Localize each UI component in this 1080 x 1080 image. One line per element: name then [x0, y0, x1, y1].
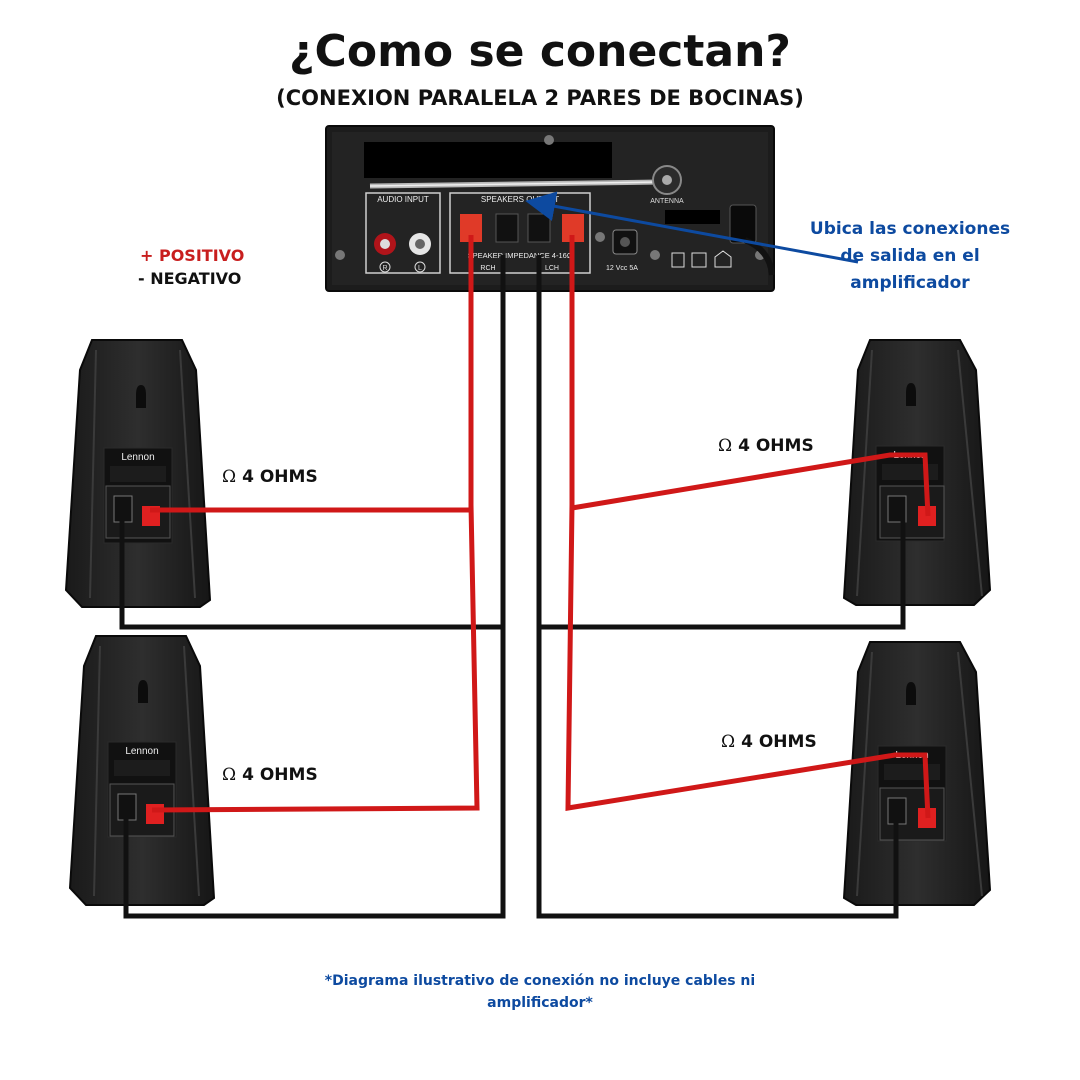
negative-wire-right-branch [539, 512, 906, 630]
ohms-value: 4 OHMS [738, 436, 814, 456]
ohm-icon: Ω [721, 732, 736, 752]
footnote-line-1: *Diagrama ilustrativo de conexión no inc… [324, 973, 756, 989]
legend-negative: - NEGATIVO [138, 269, 242, 288]
lch-label: LCH [545, 265, 559, 272]
ohm-icon: Ω [718, 436, 733, 456]
impedance-label: SPEAKER IMPEDANCE 4-16Ω [468, 251, 573, 260]
speaker-top-left: Lennon [64, 339, 212, 608]
negative-wire-left [123, 255, 506, 919]
callout-line-2: de salida en el [840, 246, 980, 266]
positive-wire-left-lower [151, 504, 480, 813]
negative-wire-right [536, 255, 899, 919]
audio-input-label: AUDIO INPUT [377, 195, 429, 204]
callout-line-3: amplificador [850, 273, 970, 293]
speakers-output-label: SPEAKERS OUTPUT [481, 195, 559, 204]
callout-arrow [525, 191, 859, 264]
legend-positive: + POSITIVO [140, 246, 245, 265]
positive-wire-right [569, 235, 931, 517]
ohm-icon: Ω [222, 467, 237, 487]
speaker-brand: Lennon [121, 452, 154, 463]
page-subtitle: (CONEXION PARALELA 2 PARES DE BOCINAS) [276, 86, 804, 110]
amplifier: ANTENNA AUDIO INPUT R L SPEAKERS OUTPUT … [325, 125, 775, 292]
positive-wire-right-lower [565, 504, 931, 819]
ohms-value: 4 OHMS [242, 765, 318, 785]
power-label: 12 Vcc 5A [606, 265, 638, 272]
speaker-brand: Lennon [125, 746, 158, 757]
negative-wire-left-branch [119, 512, 503, 630]
antenna-label: ANTENNA [650, 198, 684, 205]
footnote: *Diagrama ilustrativo de conexión no inc… [300, 970, 780, 1014]
ohms-value: 4 OHMS [741, 732, 817, 752]
page-title: ¿Como se conectan? [289, 26, 791, 77]
ohm-icon: Ω [222, 765, 237, 785]
positive-wires [150, 235, 931, 819]
callout-line-1: Ubica las conexiones [809, 219, 1011, 239]
speaker-top-right: Lennon [842, 339, 992, 606]
speaker-bottom-left: Lennon [68, 635, 216, 906]
ohms-value: 4 OHMS [242, 467, 318, 487]
negative-wires [119, 255, 906, 919]
left-channel-letter: L [418, 265, 422, 272]
right-channel-letter: R [382, 265, 387, 272]
footnote-line-2: amplificador* [487, 995, 593, 1011]
speaker-bottom-right: Lennon [842, 641, 992, 906]
rch-label: RCH [480, 265, 495, 272]
